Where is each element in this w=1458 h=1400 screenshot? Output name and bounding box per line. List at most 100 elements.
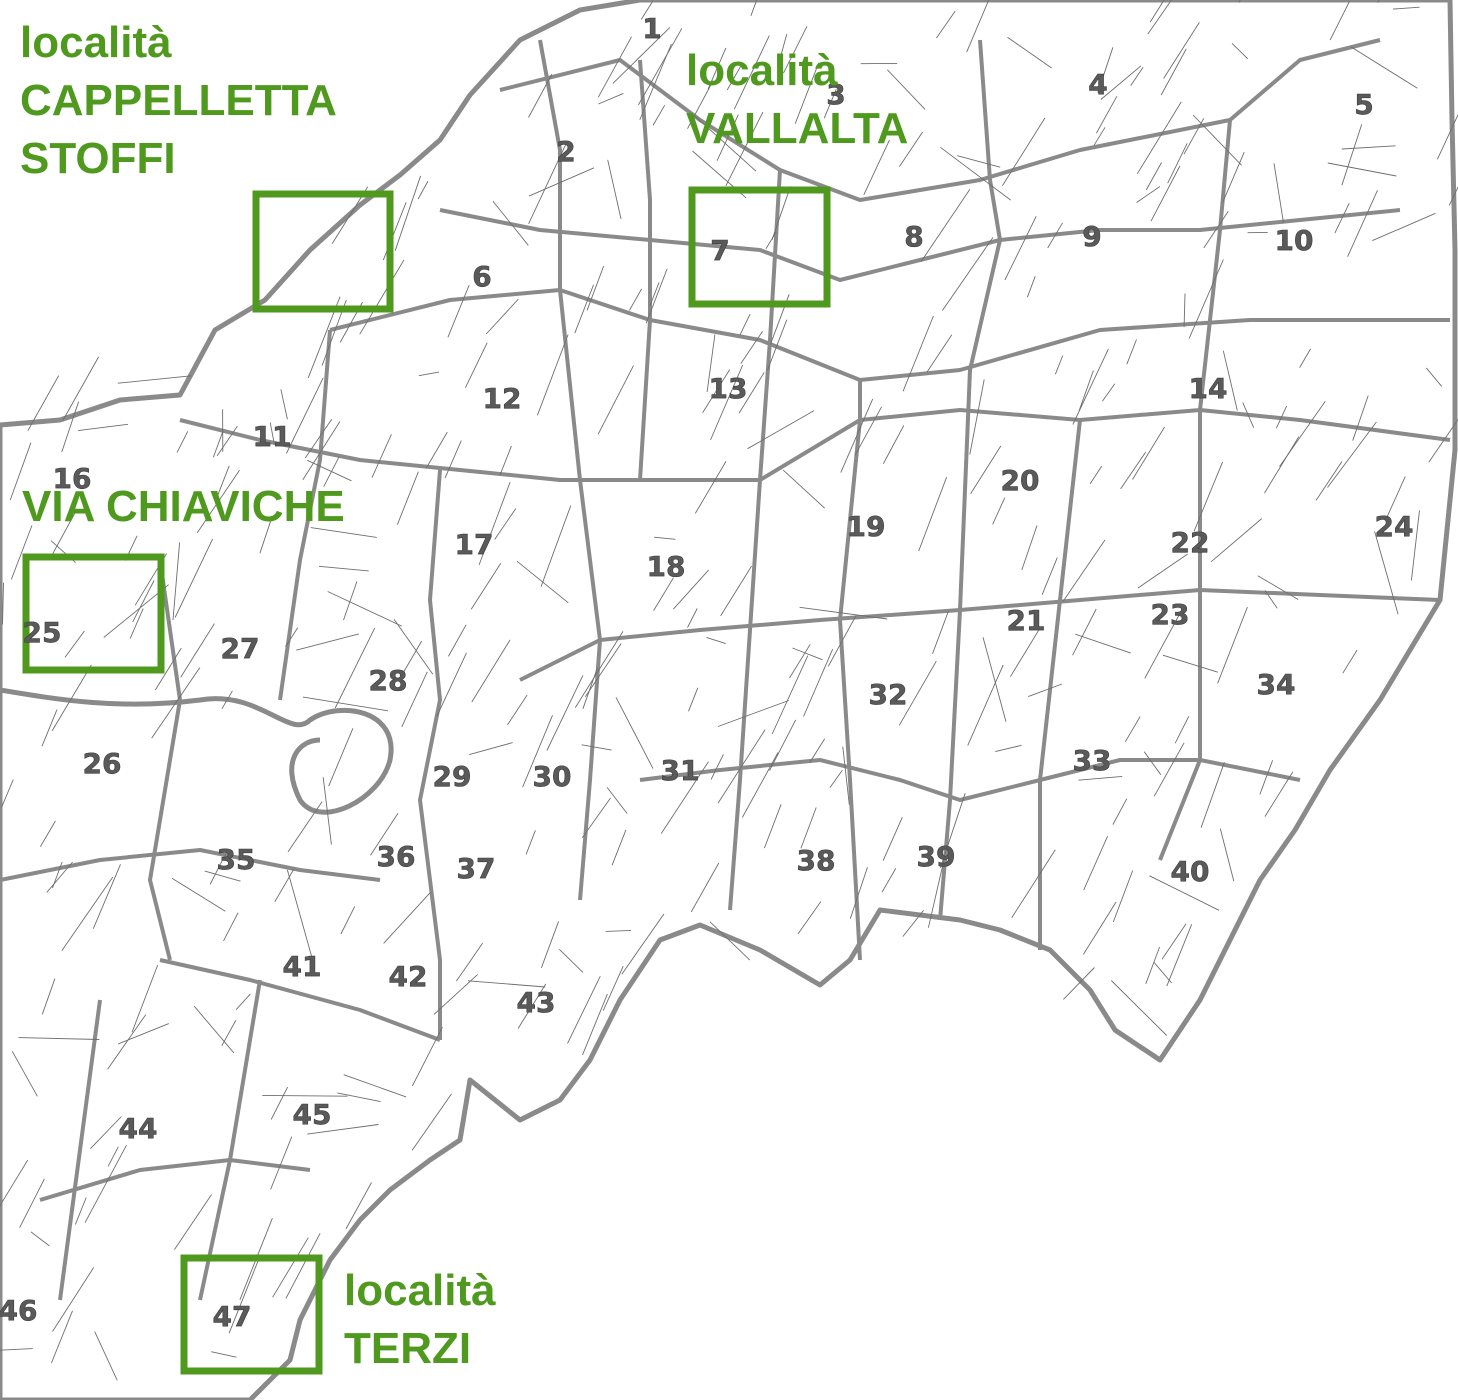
parcel-line [771,186,791,240]
sheet-number-37: 37 [457,852,496,885]
parcel-line [842,746,850,805]
parcel-line [1021,525,1038,571]
parcel-line [84,1144,127,1223]
parcel-line [1315,461,1343,501]
parcel-line [131,964,159,1033]
parcel-line [394,175,422,251]
parcel-line [740,331,763,364]
parcel-line [337,1092,381,1103]
parcel-line [172,542,181,621]
parcel-line [1392,6,1420,10]
parcel-line [726,63,743,91]
parcel-line [1161,923,1187,960]
parcel-line [180,623,215,678]
parcel-line [92,864,121,929]
sheet-number-27: 27 [221,632,260,665]
parcel-line [1047,222,1063,249]
parcel-line [966,0,990,53]
sheet-number-36: 36 [377,840,416,873]
parcel-line [221,1020,237,1047]
parcel-line [1144,606,1184,679]
parcel-line [1428,418,1458,463]
parcel-line [492,200,529,246]
parcel-line [90,1116,122,1150]
parcel-line [193,1006,235,1054]
place-label-chiaviche: VIA CHIAVICHE [22,478,345,536]
parcel-line [343,1074,407,1098]
parcel-line [1010,628,1040,677]
parcel-line [223,912,239,942]
parcel-line [769,719,797,771]
parcel-line [19,1178,45,1228]
parcel-line [932,611,949,655]
parcel-line [129,608,144,639]
parcel-line [272,1237,309,1298]
parcel-line [1259,760,1274,795]
sheet-number-28: 28 [369,664,408,697]
parcel-line [1425,367,1443,387]
parcel-line [1072,348,1109,425]
parcel-line [607,159,622,219]
parcel-line [50,1310,73,1364]
parcel-line [1257,575,1299,600]
parcel-line [370,812,399,856]
parcel-line [1279,400,1326,467]
sheet-number-30: 30 [533,760,572,793]
parcel-line [40,820,56,847]
parcel-line [1192,114,1242,166]
parcel-line [654,536,676,540]
parcel-line [270,1086,289,1120]
parcel-line [778,33,788,64]
parcel-line [1166,924,1193,987]
parcel-line [645,268,668,324]
parcel-line [829,769,843,788]
parcel-line [1137,553,1188,589]
parcel-line [1083,836,1109,891]
parcel-line [1149,0,1165,23]
parcel-line [598,92,624,105]
parcel-line [800,807,817,849]
sheet-number-1: 1 [642,12,661,45]
parcel-line [1075,633,1131,654]
place-label-line: STOFFI [20,134,176,183]
parcel-line [886,69,926,110]
sheet-number-46: 46 [0,1294,37,1327]
parcel-line [1147,0,1173,35]
parcel-line [1352,395,1369,441]
sheet-number-17: 17 [455,528,494,561]
highlight-box-vallalta [688,186,831,308]
sheet-number-42: 42 [389,960,428,993]
parcel-line [1275,405,1288,429]
parcel-line [334,627,376,709]
place-label-line: VIA CHIAVICHE [22,482,345,531]
parcel-line [151,667,201,739]
parcel-line [1143,751,1162,775]
parcel-line [782,469,826,509]
parcel-line [507,694,528,726]
parcel-line [1162,654,1218,673]
parcel-line [499,445,512,476]
parcel-line [1350,46,1418,89]
parcel-line [418,371,440,377]
parcel-line [902,315,934,392]
sheet-number-21: 21 [1007,604,1046,637]
parcel-line [1112,798,1128,825]
parcel-line [602,966,624,1011]
parcel-line [794,62,820,124]
sheet-number-32: 32 [869,678,908,711]
sheet-number-11: 11 [253,420,292,453]
parcel-line [970,445,1002,495]
parcel-line [672,569,710,610]
parcel-line [215,465,230,501]
place-label-vallalta: località VALLALTA [686,42,908,158]
parcel-line [30,1231,50,1247]
parcel-line [1341,124,1363,186]
parcel-line [401,671,428,727]
parcel-line [709,921,751,961]
parcel-line [1448,186,1458,206]
sheet-number-29: 29 [433,760,472,793]
parcel-line [469,742,513,756]
parcel-line [1028,683,1063,698]
